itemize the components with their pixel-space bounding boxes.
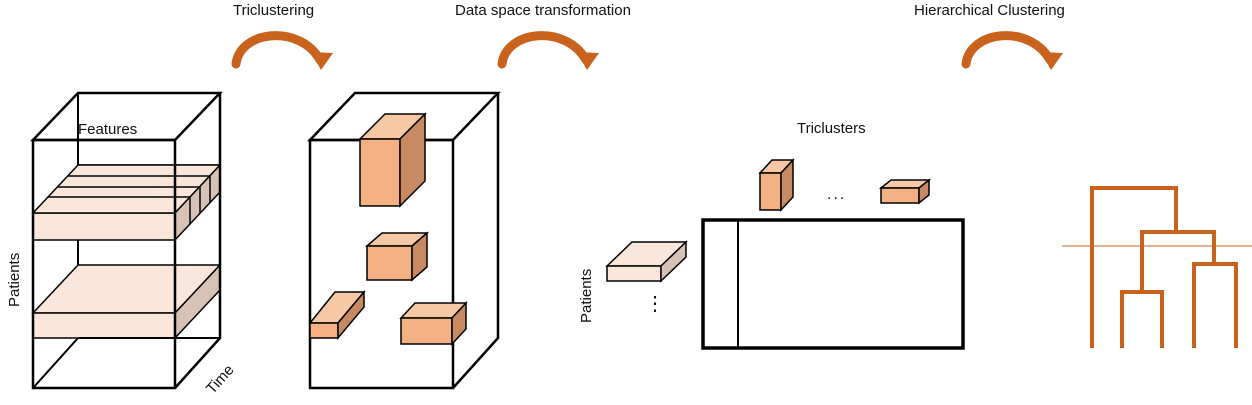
tricluster-box-4 <box>399 301 468 346</box>
matrix-label-triclusters: Triclusters <box>797 120 866 137</box>
tricluster-box-flat-small <box>878 178 932 205</box>
step-arrow-3-icon <box>961 31 1063 70</box>
dendrogram <box>1090 186 1238 348</box>
step-label-hierarchical: Hierarchical Clustering <box>914 2 1065 19</box>
transformed-matrix <box>605 158 965 350</box>
matrix-vertical-ellipsis: ⋮ <box>645 293 665 315</box>
step-arrow-1-icon <box>231 31 333 70</box>
patient-slab <box>31 263 222 340</box>
matrix-label-patients: Patients <box>578 268 595 323</box>
step-label-triclustering: Triclustering <box>233 2 315 19</box>
cube-label-patients: Patients <box>6 252 23 307</box>
cube-label-features: Features <box>78 121 138 138</box>
data-cube <box>30 91 223 390</box>
tricluster-box-1 <box>358 112 427 208</box>
tricluster-box-3 <box>308 289 366 341</box>
tricluster-box-2 <box>364 231 430 282</box>
step-arrow-2-icon <box>497 31 599 70</box>
step-label-transformation: Data space transformation <box>455 2 631 19</box>
patient-slab-small <box>605 240 688 283</box>
tricluster-cube <box>307 91 501 390</box>
feature-slabs <box>31 163 222 242</box>
tricluster-box-tall-small <box>758 158 795 212</box>
matrix-horizontal-ellipsis: ... <box>827 186 847 203</box>
